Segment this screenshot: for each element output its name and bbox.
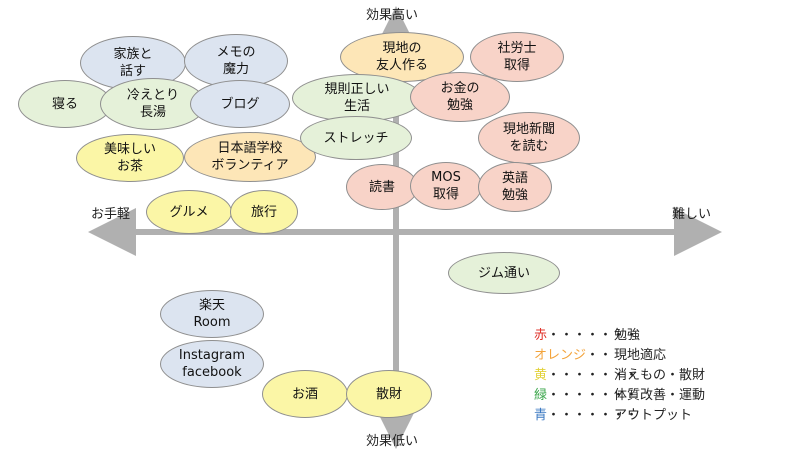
legend-desc: 現地適応 (614, 348, 667, 363)
bubble-travel: 旅行 (230, 190, 298, 234)
axis-left-label: お手軽 (91, 207, 131, 222)
legend-dots: ・・・・・・・ (547, 328, 639, 343)
legend-key: 黄 (534, 368, 548, 383)
legend-key: オレンジ (534, 348, 587, 363)
bubble-stretch: ストレッチ (300, 116, 412, 160)
bubble-spending: 散財 (346, 370, 432, 418)
bubble-local-news: 現地新聞 を読む (478, 112, 580, 164)
bubble-sake: お酒 (262, 370, 348, 418)
legend-desc: 消えもの・散財 (614, 368, 706, 383)
legend-key: 青 (534, 408, 548, 423)
bubble-gym: ジム通い (448, 252, 560, 294)
legend-row: オレンジ・・ 現地適応 (534, 346, 666, 366)
bubble-mos: MOS 取得 (410, 162, 482, 210)
legend-dots: ・・・・・・・ (547, 368, 639, 383)
legend-desc: 勉強 (614, 328, 641, 343)
bubble-tea: 美味しい お茶 (76, 134, 184, 182)
legend-row: 緑・・・・・・・ 体質改善・運動 (534, 386, 705, 406)
legend: 赤・・・・・・・ 勉強 オレンジ・・ 現地適応 黄・・・・・・・ 消えもの・散財… (534, 326, 705, 426)
bubble-blog: ブログ (190, 80, 290, 128)
legend-desc: 体質改善・運動 (614, 388, 706, 403)
bubble-regular-life: 規則正しい 生活 (292, 74, 422, 122)
bubble-instagram: Instagram facebook (160, 340, 264, 388)
bubble-gourmet: グルメ (146, 190, 232, 234)
bubble-reading: 読書 (346, 164, 418, 210)
legend-desc: アウトプット (614, 408, 693, 423)
axis-right-label: 難しい (672, 207, 712, 222)
legend-dots: ・・ (586, 348, 613, 363)
legend-dots: ・・・・・・・ (547, 408, 639, 423)
legend-row: 赤・・・・・・・ 勉強 (534, 326, 641, 346)
legend-row: 青・・・・・・・ アウトプット (534, 406, 692, 426)
bubble-sharoushi: 社労士 取得 (470, 32, 564, 82)
legend-key: 緑 (534, 388, 548, 403)
axis-bottom-label: 効果低い (366, 434, 419, 449)
legend-row: 黄・・・・・・・ 消えもの・散財 (534, 366, 705, 386)
legend-key: 赤 (534, 328, 548, 343)
bubble-japanese-volunteer: 日本語学校 ボランティア (184, 132, 316, 182)
bubble-money-study: お金の 勉強 (410, 72, 510, 122)
legend-dots: ・・・・・・・ (547, 388, 639, 403)
bubble-cold-bath: 冷えとり 長湯 (100, 78, 206, 130)
bubble-rakuten: 楽天 Room (160, 290, 264, 338)
axis-top-label: 効果高い (366, 8, 419, 23)
bubble-sleep: 寝る (18, 80, 112, 128)
bubble-english: 英語 勉強 (478, 162, 552, 212)
